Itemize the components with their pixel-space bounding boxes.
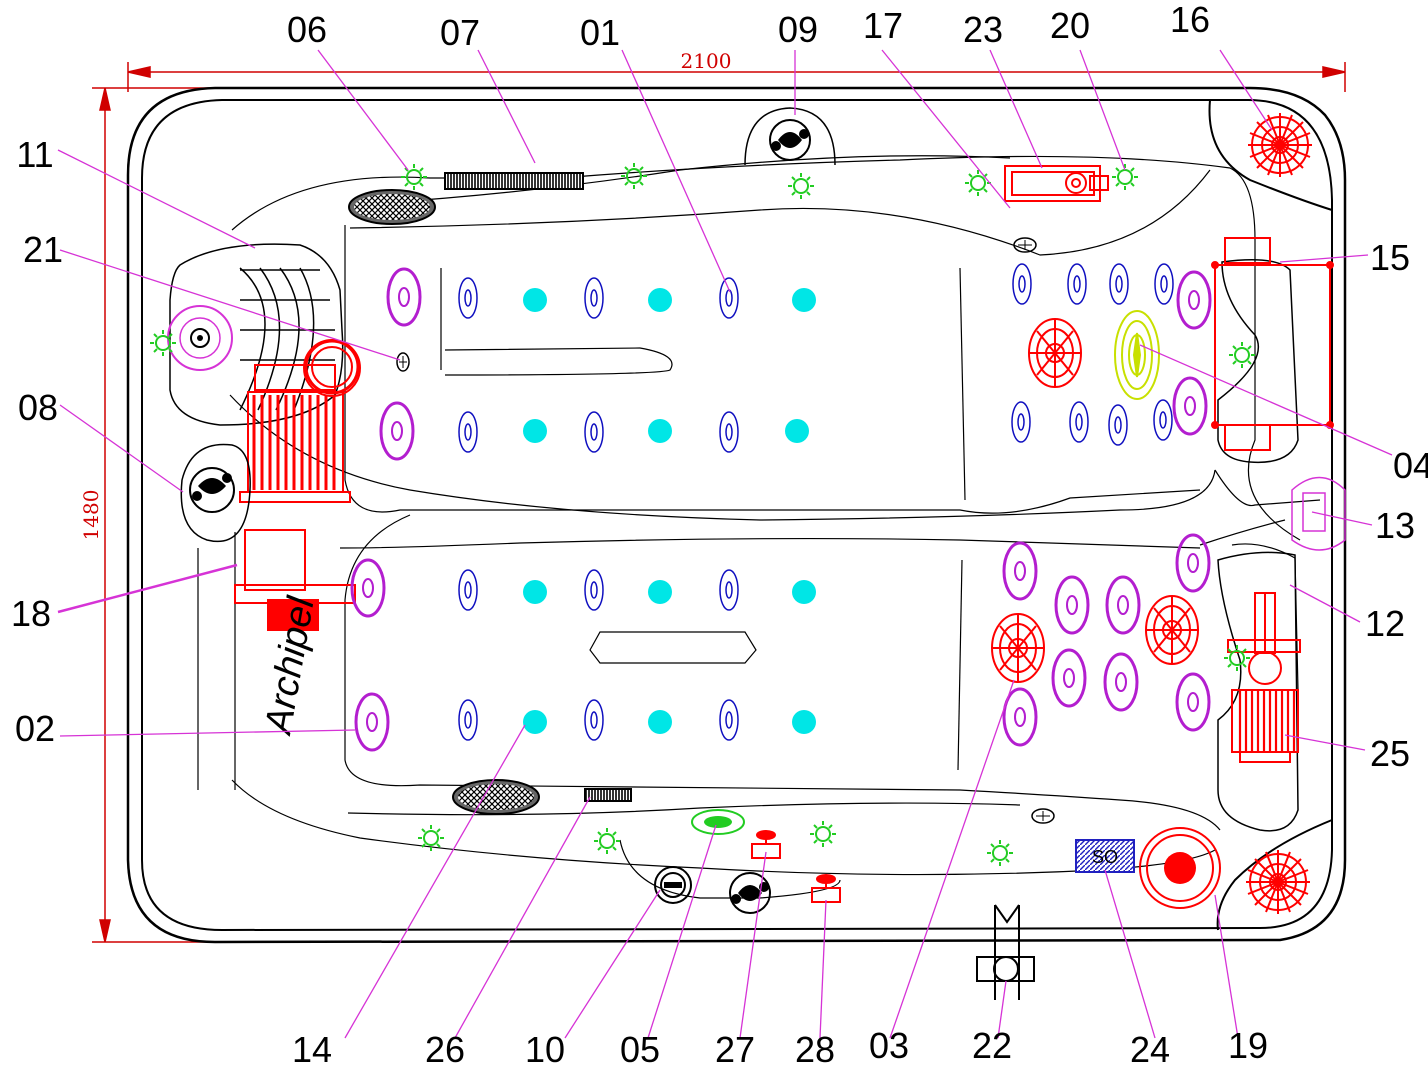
label-12: 12 <box>1365 603 1405 644</box>
dimension-lines <box>92 62 1346 943</box>
air-valve-icon-bottom <box>729 872 771 914</box>
overflow-box: SO <box>1075 839 1135 873</box>
label-20: 20 <box>1050 5 1090 46</box>
keypad-panel <box>1291 476 1346 551</box>
mesh-pillow-top <box>348 189 436 225</box>
mesh-pillow-bottom <box>452 779 540 815</box>
label-04: 04 <box>1393 445 1428 486</box>
circulation-pump-icon <box>1227 592 1301 763</box>
speaker-icon-bottom <box>1246 850 1310 914</box>
label-09: 09 <box>778 9 818 50</box>
label-24: 24 <box>1130 1029 1170 1067</box>
label-18: 18 <box>11 593 51 634</box>
label-13: 13 <box>1375 505 1415 546</box>
small-jet-icons <box>458 263 1174 741</box>
height-dimension: 1480 <box>79 490 103 541</box>
ozone-inlet-icon <box>691 809 745 835</box>
label-10: 10 <box>525 1029 565 1067</box>
leader-lines <box>57 49 1393 1039</box>
headrest-right <box>1217 259 1299 832</box>
interior-contours <box>197 155 1321 899</box>
label-11: 11 <box>16 134 53 175</box>
label-03: 03 <box>869 1025 909 1066</box>
label-07: 07 <box>440 12 480 53</box>
drain-icon <box>396 237 1055 824</box>
label-26: 26 <box>425 1029 465 1067</box>
label-14: 14 <box>292 1029 332 1067</box>
large-jet-icons <box>350 267 1212 752</box>
tub-shell <box>126 86 1347 944</box>
label-28: 28 <box>795 1029 835 1067</box>
width-dimension: 2100 <box>681 49 732 73</box>
air-valve-icon <box>180 443 251 543</box>
label-22: 22 <box>972 1025 1012 1066</box>
label-15: 15 <box>1370 237 1410 278</box>
label-01: 01 <box>580 12 620 53</box>
speaker-icon <box>1248 113 1312 177</box>
label-08: 08 <box>18 387 58 428</box>
led-light-icons <box>150 163 1255 866</box>
filter-icon <box>167 305 233 371</box>
label-05: 05 <box>620 1029 660 1067</box>
drain-pipe <box>976 904 1035 1000</box>
label-21: 21 <box>23 229 63 270</box>
air-jet-icons <box>523 288 816 734</box>
skimmer-grill-top <box>444 172 584 190</box>
pump-icon <box>234 339 361 631</box>
air-valve-icon-top <box>744 107 836 166</box>
label-02: 02 <box>15 708 55 749</box>
label-19: 19 <box>1228 1025 1268 1066</box>
jet-pump-right <box>1211 237 1334 451</box>
control-button-icon <box>654 866 692 904</box>
control-panel-icon <box>1139 827 1221 909</box>
label-16: 16 <box>1170 0 1210 40</box>
heater-icon <box>1004 165 1109 202</box>
label-06: 06 <box>287 9 327 50</box>
overflow-label: SO <box>1092 847 1118 867</box>
waterfall-jet-icon <box>1114 310 1160 400</box>
label-25: 25 <box>1370 733 1410 774</box>
label-27: 27 <box>715 1029 755 1067</box>
rotary-jet-icon <box>991 318 1199 683</box>
pump-volute-icon <box>304 339 360 395</box>
label-17: 17 <box>863 5 903 46</box>
callout-labels: 06 07 01 09 17 23 20 16 11 21 08 18 02 1… <box>11 0 1428 1070</box>
label-23: 23 <box>963 9 1003 50</box>
leader-18 <box>57 563 238 614</box>
skimmer-grill-bottom <box>584 788 632 802</box>
